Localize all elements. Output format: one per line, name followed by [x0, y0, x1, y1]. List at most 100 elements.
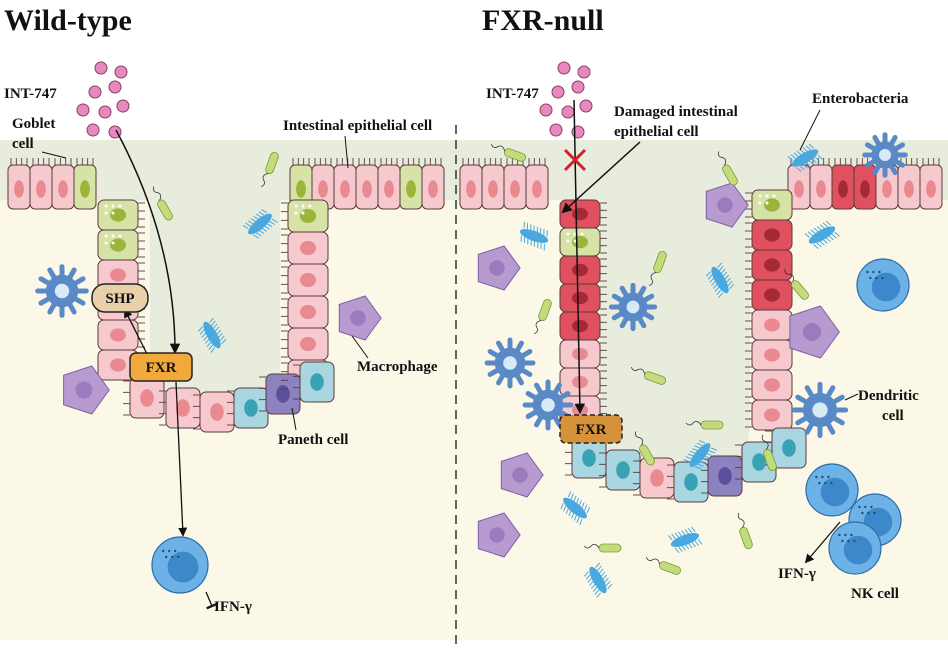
- macrophage-label: Macrophage: [357, 359, 438, 375]
- enterobacteria: [197, 317, 227, 353]
- dendritic-cell: [608, 282, 658, 332]
- damaged-label-line2: epithelial cell: [614, 124, 699, 140]
- nk-cell: [856, 258, 910, 312]
- nk-cell: [828, 521, 882, 575]
- damaged-epithelial-cell: [559, 283, 601, 313]
- rod-bacterium: [645, 557, 681, 575]
- ifn-inhibition-line: [205, 591, 218, 610]
- int747-molecule: [539, 103, 553, 117]
- macrophage-pointer: [351, 335, 369, 359]
- epithelial-cell: [751, 369, 793, 401]
- epithelial-cell: [751, 399, 793, 431]
- epithelial-cell: [29, 164, 53, 210]
- epithelial-cell: [809, 164, 833, 210]
- epithelial-cell: [265, 373, 301, 415]
- epithelial-cell: [751, 339, 793, 371]
- enterobacteria: [787, 143, 823, 173]
- rod-bacterium: [784, 268, 809, 300]
- fxr-node-left: FXR: [129, 352, 193, 382]
- iec-pointer: [344, 135, 349, 169]
- damaged-epithelial-cell: [751, 219, 793, 251]
- epithelial-cell: [287, 231, 329, 265]
- enterobacteria: [242, 209, 278, 239]
- epithelial-cell: [355, 164, 379, 210]
- epithelial-cell: [51, 164, 75, 210]
- dendritic-pointer: [844, 393, 859, 401]
- int747-left-label: INT-747: [4, 86, 57, 102]
- damaged-epithelial-cell: [559, 255, 601, 285]
- macrophage-cell: [500, 452, 544, 498]
- int747-molecule: [549, 123, 563, 137]
- int747-molecule: [571, 80, 585, 94]
- rod-bacterium: [737, 512, 753, 549]
- int747-molecule: [98, 105, 112, 119]
- int747-molecule: [108, 80, 122, 94]
- epithelial-cell: [287, 263, 329, 297]
- epithelial-cell: [481, 164, 505, 210]
- enterobacteria: [583, 562, 613, 598]
- int747-molecule: [551, 85, 565, 99]
- rod-bacterium: [153, 186, 173, 221]
- left-panel-title: Wild-type: [4, 4, 132, 37]
- epithelial-cell: [875, 164, 899, 210]
- int747-to-fxr-arrow: [115, 129, 181, 355]
- macrophage-cell: [705, 182, 749, 228]
- int747-molecule: [577, 65, 591, 79]
- epithelial-cell: [7, 164, 31, 210]
- enterobacteria-label: Enterobacteria: [812, 91, 909, 107]
- rod-bacterium: [718, 151, 738, 186]
- enterobacteria: [705, 262, 735, 298]
- epithelial-cell: [459, 164, 483, 210]
- goblet-cell: [399, 164, 423, 210]
- int747-molecule: [114, 65, 128, 79]
- int747-molecule: [116, 99, 130, 113]
- nk-label: NK cell: [851, 586, 899, 602]
- paneth-pointer: [291, 407, 297, 431]
- enterobacteria: [519, 221, 549, 251]
- shp-node: SHP: [91, 283, 149, 313]
- int747-right-label: INT-747: [486, 86, 539, 102]
- macrophage-cell: [63, 365, 110, 415]
- goblet-cell: [97, 229, 139, 261]
- iec-label: Intestinal epithelial cell: [283, 118, 432, 134]
- enterobacteria: [804, 220, 840, 250]
- fxr-right-label: FXR: [576, 422, 607, 438]
- int747-molecule: [579, 99, 593, 113]
- epithelial-cell: [707, 455, 743, 497]
- damaged-epithelial-cell: [559, 199, 601, 229]
- goblet-label-line2: cell: [12, 136, 34, 152]
- rod-bacterium: [761, 434, 777, 471]
- damaged-epithelial-cell: [831, 164, 855, 210]
- dendritic-cell: [791, 381, 849, 439]
- nk-to-ifn-arrow: [804, 521, 841, 564]
- epithelial-cell: [559, 339, 601, 369]
- int747-molecule: [86, 123, 100, 137]
- epithelial-cell: [771, 427, 807, 469]
- goblet-cell: [751, 189, 793, 221]
- rod-bacterium: [534, 299, 552, 335]
- goblet-label-line1: Goblet: [12, 116, 55, 132]
- enterobacteria: [668, 526, 703, 554]
- rod-bacterium: [490, 144, 526, 162]
- damaged-epithelial-cell: [751, 279, 793, 311]
- fxr-to-shp-arrow: [124, 308, 151, 361]
- damaged-label-line1: Damaged intestinal: [614, 104, 738, 120]
- goblet-cell: [97, 199, 139, 231]
- goblet-cell: [287, 199, 329, 233]
- epithelial-cell: [421, 164, 445, 210]
- epithelial-cell: [97, 349, 139, 381]
- epithelial-cell: [919, 164, 943, 210]
- blocked-cross-icon: [563, 148, 587, 172]
- epithelial-cell: [751, 309, 793, 341]
- macrophage-cell: [338, 295, 382, 341]
- int747-molecule: [76, 103, 90, 117]
- fxr-to-nk-arrow: [175, 381, 188, 537]
- enterobacteria-pointer: [799, 109, 821, 151]
- fxr-node-right: FXR: [559, 414, 623, 444]
- epithelial-cell: [199, 391, 235, 433]
- epithelial-cell: [233, 387, 269, 429]
- epithelial-cell: [525, 164, 549, 210]
- dendritic-label-line1: Dendritic: [858, 388, 919, 404]
- int747-molecule: [88, 85, 102, 99]
